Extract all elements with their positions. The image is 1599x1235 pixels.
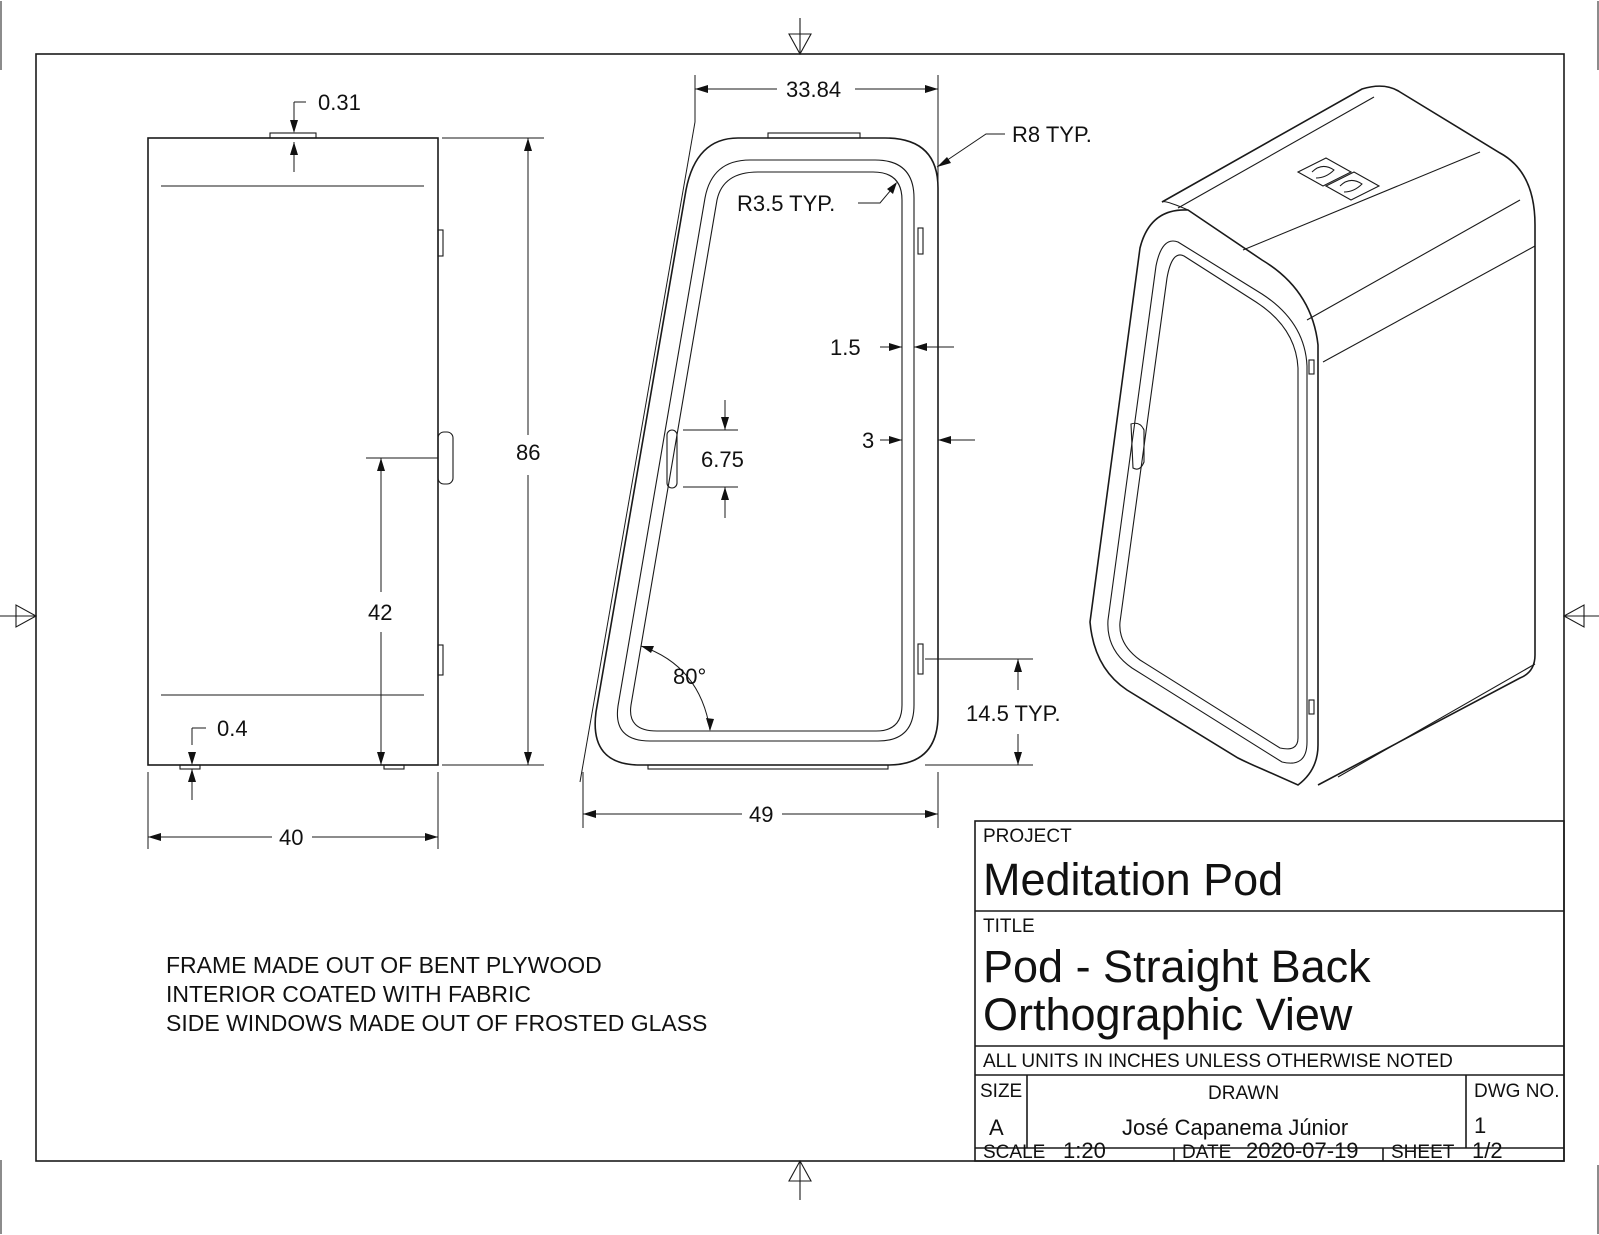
front-view xyxy=(147,132,454,770)
size-value: A xyxy=(989,1115,1004,1140)
front-dimensions: 0.31 0.4 40 86 42 xyxy=(147,90,544,850)
note-line: FRAME MADE OUT OF BENT PLYWOOD xyxy=(166,952,602,978)
scale-value: 1:20 xyxy=(1063,1138,1106,1163)
dim-handle-length: 6.75 xyxy=(701,447,744,472)
isometric-view xyxy=(1089,85,1536,786)
sheet-label: SHEET xyxy=(1391,1142,1455,1163)
dim-side-top-width: 33.84 xyxy=(786,77,841,102)
title-block-footer: SCALE 1:20 DATE 2020-07-19 SHEET 1/2 xyxy=(983,1138,1503,1163)
date-label: DATE xyxy=(1182,1142,1231,1163)
units-note: ALL UNITS IN INCHES UNLESS OTHERWISE NOT… xyxy=(983,1051,1453,1072)
side-dimensions: 33.84 R8 TYP. R3.5 TYP. 1.5 3 6.75 xyxy=(582,75,1092,828)
dim-outer-radius: R8 TYP. xyxy=(1012,122,1092,147)
dim-front-width: 40 xyxy=(279,825,303,850)
date-value: 2020-07-19 xyxy=(1246,1138,1359,1163)
vent-icon xyxy=(1324,171,1381,201)
center-mark-right xyxy=(1562,604,1599,628)
project-label: PROJECT xyxy=(983,826,1072,847)
dim-front-height: 86 xyxy=(516,440,540,465)
dim-inner-radius: R3.5 TYP. xyxy=(737,191,835,216)
dwg-no-label: DWG NO. xyxy=(1474,1081,1560,1102)
vent-icon xyxy=(1296,157,1353,187)
side-view xyxy=(579,121,939,783)
drawn-label: DRAWN xyxy=(1208,1083,1279,1104)
title-label: TITLE xyxy=(983,916,1035,937)
dim-hinge-height: 14.5 TYP. xyxy=(966,701,1061,726)
dim-front-bottom-thickness: 0.4 xyxy=(217,716,248,741)
dim-handle-height: 42 xyxy=(368,600,392,625)
center-mark-left xyxy=(0,604,38,628)
center-mark-bottom xyxy=(788,1159,812,1200)
note-line: INTERIOR COATED WITH FABRIC xyxy=(166,981,531,1007)
note-line: SIDE WINDOWS MADE OUT OF FROSTED GLASS xyxy=(166,1010,707,1036)
drawn-by: José Capanema Júnior xyxy=(1122,1115,1348,1140)
dim-frame-inner: 1.5 xyxy=(830,335,861,360)
scale-label: SCALE xyxy=(983,1142,1045,1163)
drawing-title-line2: Orthographic View xyxy=(983,989,1353,1040)
general-notes: FRAME MADE OUT OF BENT PLYWOOD INTERIOR … xyxy=(166,952,707,1036)
dim-angle: 80° xyxy=(673,664,706,689)
project-name: Meditation Pod xyxy=(983,854,1283,905)
sheet-value: 1/2 xyxy=(1472,1138,1503,1163)
dim-front-top-thickness: 0.31 xyxy=(318,90,361,115)
center-mark-top xyxy=(788,18,812,56)
drawing-title-line1: Pod - Straight Back xyxy=(983,941,1371,992)
dim-frame-outer: 3 xyxy=(862,428,874,453)
dwg-no-value: 1 xyxy=(1474,1113,1486,1138)
size-label: SIZE xyxy=(980,1081,1022,1102)
title-block: PROJECT Meditation Pod TITLE Pod - Strai… xyxy=(974,820,1565,1162)
dim-side-bottom-width: 49 xyxy=(749,802,773,827)
